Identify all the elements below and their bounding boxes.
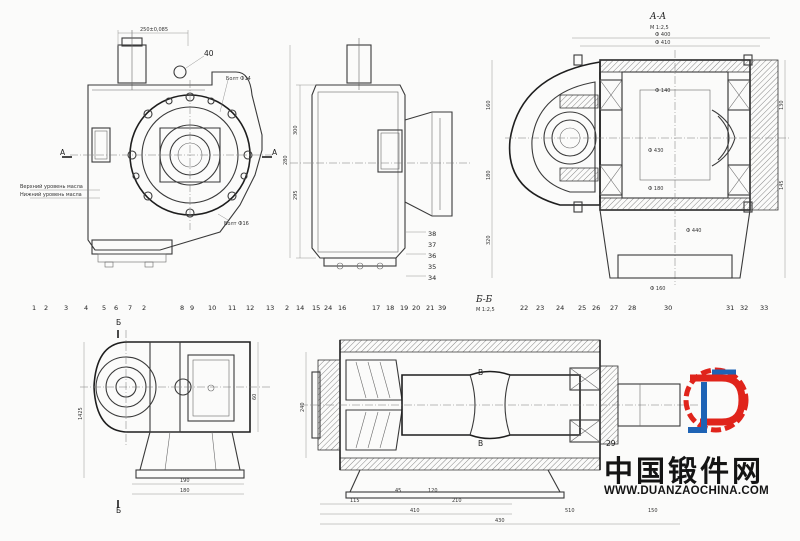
dim-d180: Ф 180 [648, 186, 663, 192]
dim-130-a: 130 [779, 100, 785, 110]
dim-180-a: 180 [486, 170, 492, 180]
dim-320-a: 320 [486, 235, 492, 245]
svg-text:23: 23 [536, 304, 544, 312]
svg-text:2: 2 [142, 304, 146, 312]
svg-text:1: 1 [32, 304, 36, 312]
section-bb-title: Б-Б [475, 295, 493, 305]
dim-120-b: 120 [428, 488, 438, 494]
note-oil-lower: Нижний уровень масла [20, 191, 82, 198]
svg-text:27: 27 [610, 304, 618, 312]
svg-text:18: 18 [386, 304, 394, 312]
side-callouts: 38 37 36 35 34 [406, 230, 436, 282]
front-view: 250±0,085 40 А А Верхний уровень масла Н… [20, 27, 278, 268]
callout-40: 40 [204, 49, 214, 58]
svg-text:36: 36 [428, 252, 436, 260]
dim-280-side: 280 [283, 155, 289, 165]
svg-text:7: 7 [128, 304, 132, 312]
dim-150-b: 150 [648, 508, 658, 514]
svg-text:21: 21 [426, 304, 434, 312]
svg-text:38: 38 [428, 230, 436, 238]
section-mark-a-right: А [272, 148, 278, 157]
svg-text:25: 25 [578, 304, 586, 312]
svg-text:5: 5 [102, 304, 106, 312]
svg-text:34: 34 [428, 274, 436, 282]
svg-text:9: 9 [190, 304, 194, 312]
watermark-logo [683, 367, 749, 433]
callout-row: 1 2 3 4 5 6 7 2 8 9 10 11 12 13 2 14 15 … [32, 295, 768, 313]
svg-text:24: 24 [324, 304, 332, 312]
dim-115-b: 115 [350, 498, 360, 504]
dim-1425: 1425 [78, 407, 84, 420]
svg-text:8: 8 [180, 304, 184, 312]
dim-240-b: 240 [300, 402, 306, 412]
dim-145-a: 145 [779, 180, 785, 190]
svg-text:32: 32 [740, 304, 748, 312]
section-mark-b-bottom: Б [116, 506, 121, 515]
dim-d440: Ф 440 [686, 228, 701, 234]
svg-text:12: 12 [246, 304, 254, 312]
section-mark-v-bottom: В [478, 439, 483, 448]
dim-d400: Ф 400 [655, 32, 670, 38]
dim-210-b: 210 [452, 498, 462, 504]
dim-d140: Ф 140 [655, 88, 670, 94]
dim-45-b: 45 [395, 488, 401, 494]
note-oil-upper: Верхний уровень масла [20, 183, 83, 190]
dim-335-side: 295 [293, 190, 299, 200]
dim-510-b: 510 [565, 508, 575, 514]
section-bb-view: В В 29 115 210 410 430 510 150 45 120 24… [300, 339, 700, 525]
side-view: 300 295 280 38 37 36 35 34 [283, 38, 470, 282]
svg-text:26: 26 [592, 304, 600, 312]
svg-text:22: 22 [520, 304, 528, 312]
svg-text:2: 2 [285, 304, 289, 312]
svg-text:17: 17 [372, 304, 380, 312]
svg-text:13: 13 [266, 304, 274, 312]
svg-text:6: 6 [114, 304, 118, 312]
svg-text:4: 4 [84, 304, 88, 312]
svg-text:16: 16 [338, 304, 346, 312]
dim-160-a: 160 [486, 100, 492, 110]
dim-410-b: 410 [410, 508, 420, 514]
section-bb-scale: M 1:2,5 [476, 307, 495, 313]
svg-text:24: 24 [556, 304, 564, 312]
svg-text:14: 14 [296, 304, 304, 312]
note-bolt-2: Болт Ф16 [224, 221, 249, 227]
dim-d430: Ф 430 [648, 148, 663, 154]
svg-text:20: 20 [412, 304, 420, 312]
callout-29: 29 [606, 439, 616, 448]
svg-text:11: 11 [228, 304, 236, 312]
note-bolt-1: Болт Ф14 [226, 76, 251, 82]
dim-300-side: 300 [293, 125, 299, 135]
watermark-url: WWW.DUANZAOCHINA.COM [604, 485, 770, 497]
svg-text:15: 15 [312, 304, 320, 312]
dim-180-plan: 180 [180, 488, 190, 494]
section-aa-title: A-A [649, 12, 667, 22]
section-mark-a-left: А [60, 148, 66, 157]
section-aa-scale: M 1:2,5 [650, 25, 669, 31]
dim-430-b: 430 [495, 518, 505, 524]
svg-text:250±0,085: 250±0,085 [140, 27, 168, 33]
svg-text:30: 30 [664, 304, 672, 312]
dim-190-plan: 190 [180, 478, 190, 484]
section-mark-b-top: Б [116, 318, 121, 327]
svg-text:35: 35 [428, 263, 436, 271]
svg-text:39: 39 [438, 304, 446, 312]
svg-text:31: 31 [726, 304, 734, 312]
svg-text:37: 37 [428, 241, 436, 249]
svg-text:19: 19 [400, 304, 408, 312]
plan-view: Б Б 190 180 1425 60 [78, 318, 270, 515]
section-aa-view: A-A M 1:2,5 Ф 400 Ф 410 [486, 12, 790, 292]
dim-60-plan: 60 [252, 394, 258, 400]
watermark-brand-text: 中国锻件网 [604, 454, 765, 488]
section-mark-v-top: В [478, 368, 483, 377]
svg-text:3: 3 [64, 304, 68, 312]
dim-d160: Ф 160 [650, 286, 665, 292]
svg-text:33: 33 [760, 304, 768, 312]
svg-text:10: 10 [208, 304, 216, 312]
svg-text:2: 2 [44, 304, 48, 312]
dim-d410: Ф 410 [655, 40, 670, 46]
svg-text:28: 28 [628, 304, 636, 312]
